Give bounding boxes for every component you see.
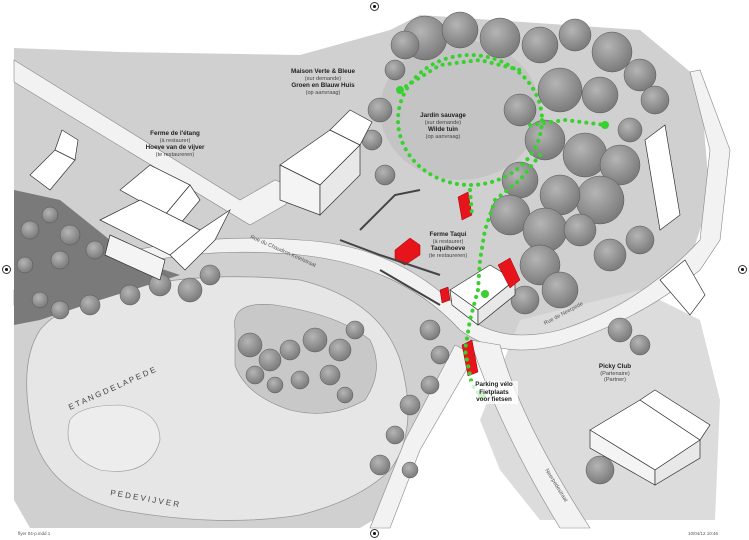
jardin-sub-nl: (op aanvraag): [425, 133, 461, 140]
tree: [41, 206, 59, 224]
tree: [617, 117, 643, 143]
tree: [20, 220, 40, 240]
parking-line1: Parking vélo: [475, 381, 513, 388]
picky-sub-fr: (Partenaire): [600, 370, 630, 377]
tree: [629, 334, 651, 356]
tree: [585, 455, 615, 485]
ferme-taqui-title-nl: Taquihoeve: [430, 245, 466, 253]
tree: [524, 119, 566, 161]
tree: [390, 30, 420, 60]
parking-line3: voor fietsen: [476, 396, 512, 404]
tree: [640, 85, 670, 115]
jardin-lawn: [380, 40, 540, 180]
jardin-title-nl: Wilde tuin: [427, 126, 459, 134]
tree: [541, 271, 579, 309]
label-maison-verte: Maison Verte & Bleue (sur demande) Groen…: [278, 68, 368, 97]
ferme-etang-title-fr: Ferme de l'étang: [150, 130, 200, 137]
tree: [599, 144, 641, 186]
tree: [441, 11, 479, 49]
tree: [85, 240, 105, 260]
tree: [385, 425, 405, 445]
tree: [245, 365, 265, 385]
tree: [420, 375, 440, 395]
tree: [419, 319, 441, 341]
tree: [50, 250, 70, 270]
registration-mark-right: [738, 265, 747, 274]
tree: [266, 376, 284, 394]
tree: [367, 97, 393, 123]
picky-sub-nl: (Partner): [603, 377, 627, 384]
tree: [521, 26, 559, 64]
small-pond: [67, 404, 161, 472]
picky-title: Picky Club: [598, 363, 632, 370]
tree: [369, 454, 391, 476]
tree: [623, 58, 657, 92]
tree: [581, 76, 619, 114]
footer-timestamp: 10/04/12 10:46: [688, 531, 719, 536]
tree: [384, 59, 406, 81]
ferme-taqui-sub-fr: (à restaurer): [432, 238, 464, 245]
maison-verte-sub-nl: (op aanvraag): [305, 89, 341, 96]
ferme-etang-title-nl: Hoeve van de vijver: [145, 144, 205, 152]
tree: [625, 225, 655, 255]
tree: [79, 294, 101, 316]
maison-verte-sub-fr: (sur demande): [304, 75, 342, 82]
tree: [16, 256, 34, 274]
label-picky-club: Picky Club (Partenaire) (Partner): [585, 363, 645, 384]
registration-mark-left: [2, 265, 11, 274]
tree: [399, 394, 421, 416]
tree: [50, 300, 70, 320]
jardin-title-fr: Jardin sauvage: [420, 112, 466, 119]
tree: [593, 238, 627, 272]
tree: [177, 277, 203, 303]
tree: [563, 213, 597, 247]
tree: [558, 18, 592, 52]
footer-file: flyer 04-p.indd 1: [18, 531, 51, 536]
jardin-sub-fr: (sur demande): [424, 119, 462, 126]
tree: [59, 224, 81, 246]
tree: [199, 264, 221, 286]
tree: [336, 386, 354, 404]
tree: [290, 370, 310, 390]
parking-line2: Fietplaats: [479, 388, 509, 396]
tree: [319, 364, 341, 386]
tree: [510, 285, 540, 315]
registration-mark-top: [370, 2, 379, 11]
tree: [503, 93, 537, 127]
ferme-etang-sub-fr: (à restaurer): [159, 137, 191, 144]
walking-route: [396, 53, 607, 397]
registration-mark-bottom: [370, 529, 379, 538]
tree: [401, 461, 419, 479]
tree: [279, 339, 301, 361]
maison-verte-title-nl: Groen en Blauw Huis: [291, 82, 355, 90]
tree: [328, 338, 352, 362]
label-parking-velo: Parking vélo Fietplaats voor fietsen: [470, 381, 518, 404]
road-main: [13, 69, 731, 351]
ferme-taqui-title-fr: Ferme Taqui: [429, 231, 467, 238]
tree: [119, 284, 141, 306]
buildings: [29, 109, 711, 486]
tree: [258, 348, 282, 372]
label-ferme-etang: Ferme de l'étang (à restaurer) Hoeve van…: [125, 130, 225, 159]
ferme-taqui-sub-nl: (te restaureren): [428, 252, 468, 259]
walls: [339, 189, 441, 306]
tree: [562, 132, 608, 178]
tree: [237, 332, 263, 358]
tree: [430, 345, 450, 365]
label-jardin-sauvage: Jardin sauvage (sur demande) Wilde tuin …: [408, 112, 478, 141]
trees: [16, 11, 670, 485]
tree: [31, 291, 49, 309]
tree: [479, 17, 521, 59]
tree: [302, 327, 328, 353]
label-ferme-taqui: Ferme Taqui (à restaurer) Taquihoeve (te…: [412, 231, 484, 260]
tree: [345, 320, 365, 340]
tree: [374, 164, 396, 186]
tree: [607, 317, 633, 343]
maison-verte-title-fr: Maison Verte & Bleue: [290, 68, 356, 75]
tree: [537, 67, 583, 113]
ferme-etang-sub-nl: (te restaureren): [155, 151, 195, 158]
tree: [591, 31, 633, 73]
highlighted-buildings: [394, 191, 521, 377]
